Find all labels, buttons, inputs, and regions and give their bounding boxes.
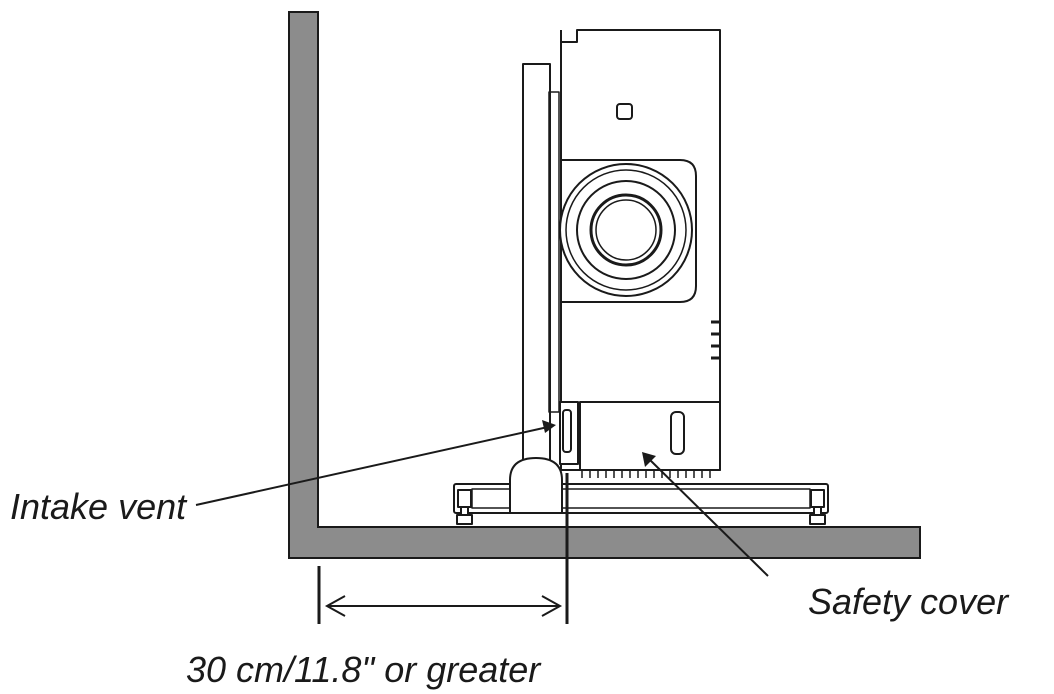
safety-cover-label: Safety cover xyxy=(808,581,1009,622)
dimension-arrow xyxy=(324,595,563,617)
base-dome xyxy=(509,457,563,514)
safety-cover-leader xyxy=(642,452,769,577)
lens xyxy=(559,163,693,297)
wall-and-floor xyxy=(288,11,921,559)
front-plate xyxy=(522,63,551,465)
intake-vent-leader xyxy=(195,420,556,506)
cover-teeth xyxy=(581,470,711,478)
side-vents xyxy=(711,320,720,360)
foot-left xyxy=(456,489,473,525)
indicator-square xyxy=(616,103,633,120)
projector xyxy=(453,29,829,525)
distance-label: 30 cm/11.8" or greater xyxy=(186,649,541,690)
foot-right xyxy=(809,489,826,525)
intake-vent-label: Intake vent xyxy=(10,486,187,527)
